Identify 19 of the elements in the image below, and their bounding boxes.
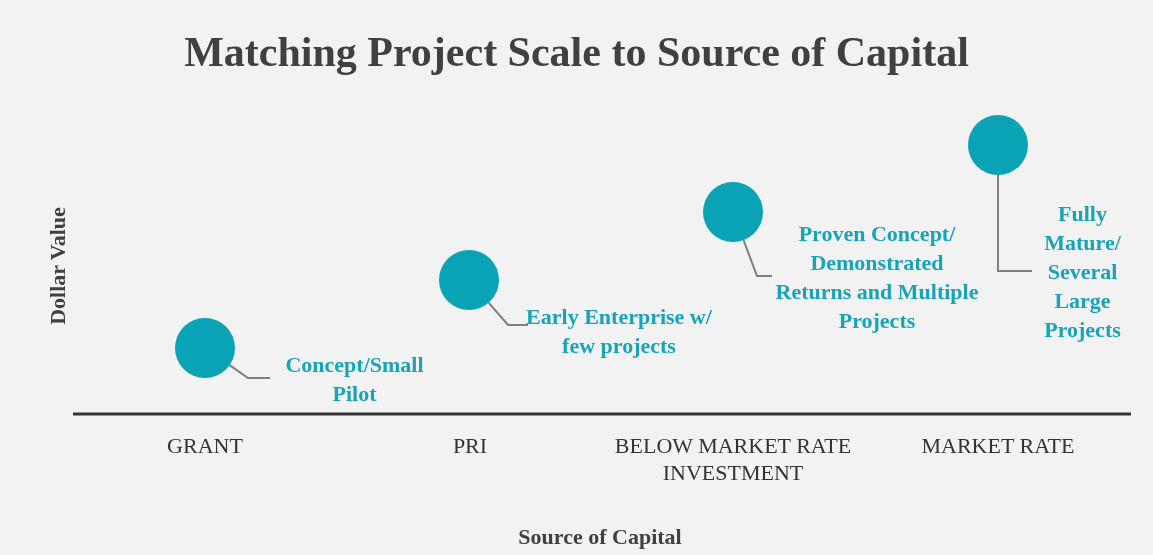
circle-marker [703, 182, 763, 242]
leader-line [228, 364, 271, 379]
category-label: GRANT [166, 432, 244, 459]
stage-label: Proven Concept/ Demonstrated Returns and Multiple Projects [772, 219, 982, 335]
circle-marker [968, 115, 1028, 175]
x-axis-title: Source of Capital [517, 524, 683, 550]
category-label: BELOW MARKET RATE INVESTMENT [613, 432, 853, 486]
leader-line [997, 174, 1033, 272]
category-label: MARKET RATE [920, 432, 1076, 459]
stage-label: Early Enterprise w/ few projects [520, 302, 718, 360]
stage-label: Concept/Small Pilot [262, 350, 447, 408]
chart-title: Matching Project Scale to Source of Capital [183, 28, 970, 76]
y-axis-title: Dollar Value [45, 206, 71, 327]
stage-label: Fully Mature/ Several Large Projects [1030, 199, 1135, 344]
circle-marker [175, 318, 235, 378]
leader-line [487, 301, 529, 326]
circle-marker [439, 250, 499, 310]
leader-line [742, 239, 773, 277]
category-label: PRI [451, 432, 489, 459]
